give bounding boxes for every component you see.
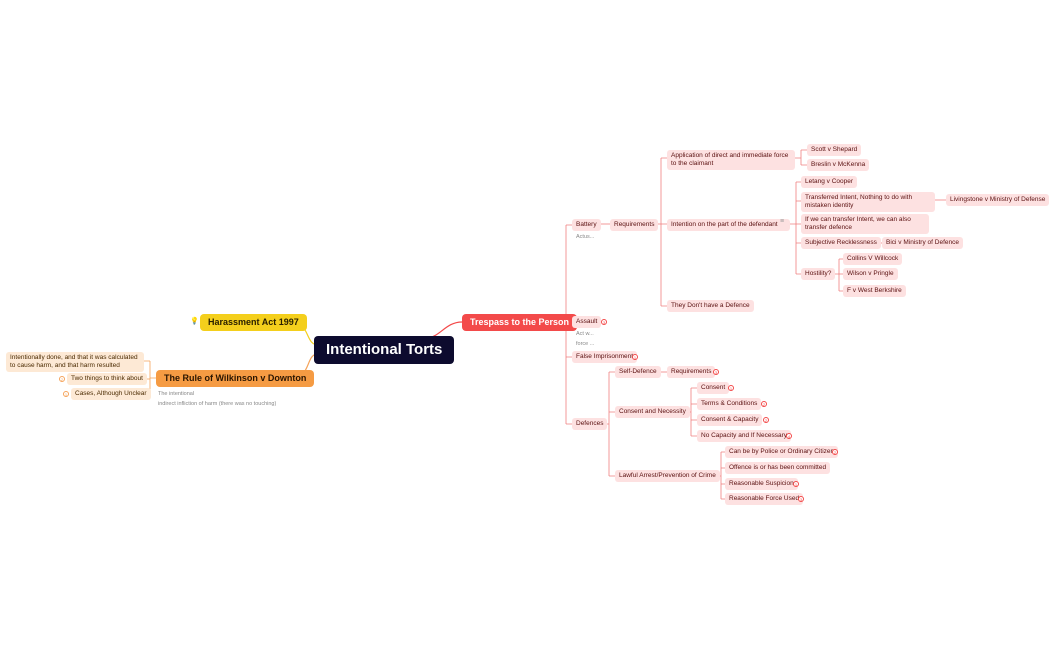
assault-note-1: Act w... [576,331,594,337]
assault-note-2: force ... [576,341,595,347]
case-breslin-mckenna[interactable]: Breslin v McKenna [807,159,870,171]
case-livingstone[interactable]: Livingstone v Ministry of Defense [946,194,1050,206]
case-collins-willcock[interactable]: Collins V Willcock [843,253,903,265]
badge-police-citizen[interactable]: 2 [832,449,838,455]
badge-two-things[interactable]: 2 [59,376,65,382]
terms-conditions-node[interactable]: Terms & Conditions [697,398,762,410]
consent-necessity-node[interactable]: Consent and Necessity [615,406,690,418]
wilkinson-child-cases[interactable]: Cases, Although Unclear [71,388,151,400]
badge-false-imprisonment[interactable]: 1 [632,354,638,360]
case-f-west-berkshire[interactable]: F v West Berkshire [843,285,906,297]
badge-no-capacity[interactable]: 4 [786,433,792,439]
defences-node[interactable]: Defences [572,418,608,430]
case-wilson-pringle[interactable]: Wilson v Pringle [843,268,898,280]
hostility-node[interactable]: Hostility? [801,268,836,280]
note-icon[interactable]: ≡ [780,218,785,225]
offence-committed-node[interactable]: Offence is or has been committed [725,462,831,474]
application-node[interactable]: Application of direct and immediate forc… [667,150,795,170]
harassment-node[interactable]: Harassment Act 1997 [200,314,307,331]
case-bici[interactable]: Bici v Ministry of Defence [882,237,963,249]
lightbulb-icon: 💡 [190,318,199,325]
case-scott-shepard[interactable]: Scott v Shepard [807,144,862,156]
police-citizen-node[interactable]: Can be by Police or Ordinary Citizen [725,446,839,458]
badge-reasonable-force[interactable]: 3 [798,496,804,502]
transfer-defence-node[interactable]: If we can transfer Intent, we can also t… [801,214,929,234]
badge-consent[interactable]: 1 [728,385,734,391]
consent-node[interactable]: Consent [697,382,730,394]
intention-node[interactable]: Intention on the part of the defendant [667,219,790,231]
no-defence-node[interactable]: They Don't have a Defence [667,300,754,312]
reasonable-force-node[interactable]: Reasonable Force Used [725,493,804,505]
battery-node[interactable]: Battery [572,219,601,231]
self-defence-requirements-node[interactable]: Requirements [667,366,716,378]
wilkinson-child-intentional[interactable]: Intentionally done, and that it was calc… [6,352,144,372]
subjective-recklessness-node[interactable]: Subjective Recklessness [801,237,881,249]
badge-reasonable-suspicion[interactable]: 1 [793,481,799,487]
trespass-node[interactable]: Trespass to the Person [462,314,578,331]
root-node[interactable]: Intentional Torts [314,336,455,364]
transferred-intent-node[interactable]: Transferred Intent, Nothing to do with m… [801,192,935,212]
badge-cases[interactable]: 1 [63,391,69,397]
wilkinson-node[interactable]: The Rule of Wilkinson v Downton [156,370,315,387]
reasonable-suspicion-node[interactable]: Reasonable Suspicion [725,478,798,490]
self-defence-node[interactable]: Self-Defence [615,366,661,378]
false-imprisonment-node[interactable]: False Imprisonment [572,351,638,363]
no-capacity-node[interactable]: No Capacity and If Necessary [697,430,791,442]
badge-assault[interactable]: 3 [601,319,607,325]
badge-consent-capacity[interactable]: 2 [763,417,769,423]
battery-note: Actus... [576,234,595,240]
wilkinson-note-1: The intentional [158,391,195,397]
badge-self-defence-requirements[interactable]: 3 [713,369,719,375]
requirements-node[interactable]: Requirements [610,219,659,231]
wilkinson-child-two-things[interactable]: Two things to think about [67,373,147,385]
badge-terms-conditions[interactable]: 2 [761,401,767,407]
assault-node[interactable]: Assault [572,316,602,328]
case-letang-cooper[interactable]: Letang v Cooper [801,176,858,188]
consent-capacity-node[interactable]: Consent & Capacity [697,414,763,426]
lawful-arrest-node[interactable]: Lawful Arrest/Prevention of Crime [615,470,720,482]
wilkinson-note-2: indirect infliction of harm (there was n… [158,401,277,407]
